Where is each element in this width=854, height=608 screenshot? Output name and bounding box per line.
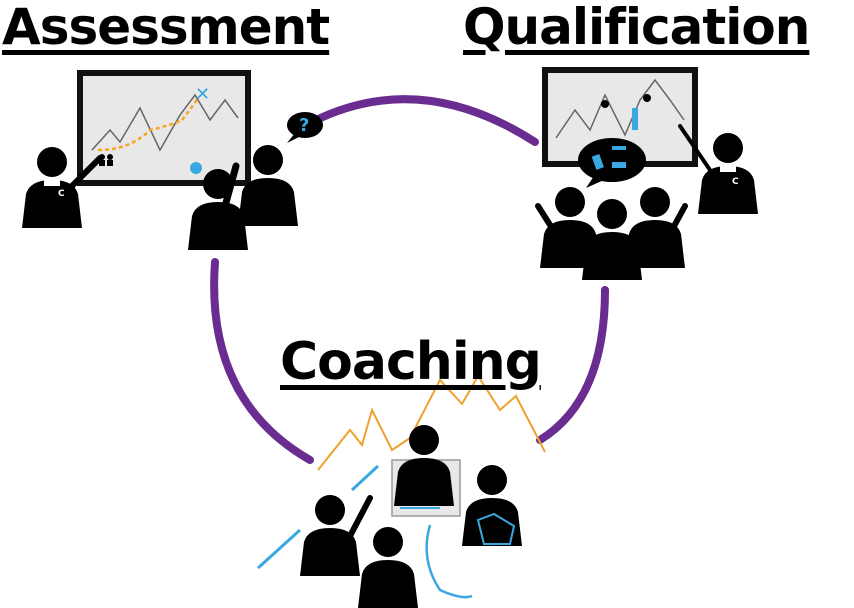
question-bubble-icon: ? bbox=[287, 112, 323, 143]
board-mountain-line bbox=[91, 93, 239, 152]
tools-bubble-icon bbox=[578, 138, 646, 188]
mountain-outline bbox=[317, 374, 546, 471]
ladder-icon bbox=[632, 108, 638, 130]
cycle-arc-left bbox=[210, 258, 314, 464]
participant-assessment-front bbox=[188, 162, 248, 250]
coach-badge-q: C bbox=[732, 177, 739, 187]
svg-text:?: ? bbox=[299, 115, 309, 136]
ski-icon bbox=[256, 528, 302, 570]
rope-icon bbox=[425, 524, 473, 599]
heading-qualification: Qualification bbox=[463, 0, 810, 56]
heading-coaching: Coaching bbox=[280, 332, 542, 392]
instructor-figure-coaching bbox=[394, 425, 454, 506]
cycle-arc-top bbox=[308, 95, 539, 146]
assessment-scene: ✕ C ? bbox=[22, 70, 323, 250]
qualification-scene: C bbox=[535, 67, 758, 280]
x-marker-icon: ✕ bbox=[195, 84, 210, 105]
coach-badge: C bbox=[58, 189, 65, 199]
coach-figure-qualification: C bbox=[678, 124, 758, 214]
cycle-arrows bbox=[210, 95, 609, 464]
climber-icon-2 bbox=[601, 100, 609, 108]
board-mountain-line-q bbox=[555, 78, 685, 139]
board-surface bbox=[88, 80, 240, 176]
participant-coaching-front bbox=[358, 527, 418, 608]
assessment-board: ✕ bbox=[77, 70, 251, 186]
saw-icon bbox=[350, 464, 380, 492]
participant-qualification-right bbox=[625, 187, 688, 268]
climber-icon bbox=[643, 94, 651, 102]
route-path bbox=[97, 97, 200, 152]
participant-qualification-center bbox=[582, 199, 642, 280]
coaching-scene bbox=[256, 374, 546, 608]
climbing-route-icon bbox=[476, 512, 516, 545]
lightbulb-icon bbox=[190, 162, 202, 174]
participant-qualification-left bbox=[535, 187, 600, 268]
coach-figure-assessment: C bbox=[22, 147, 103, 228]
cycle-arc-right bbox=[536, 286, 609, 444]
participant-coaching-left bbox=[300, 495, 373, 576]
heading-assessment: Assessment bbox=[2, 0, 330, 56]
